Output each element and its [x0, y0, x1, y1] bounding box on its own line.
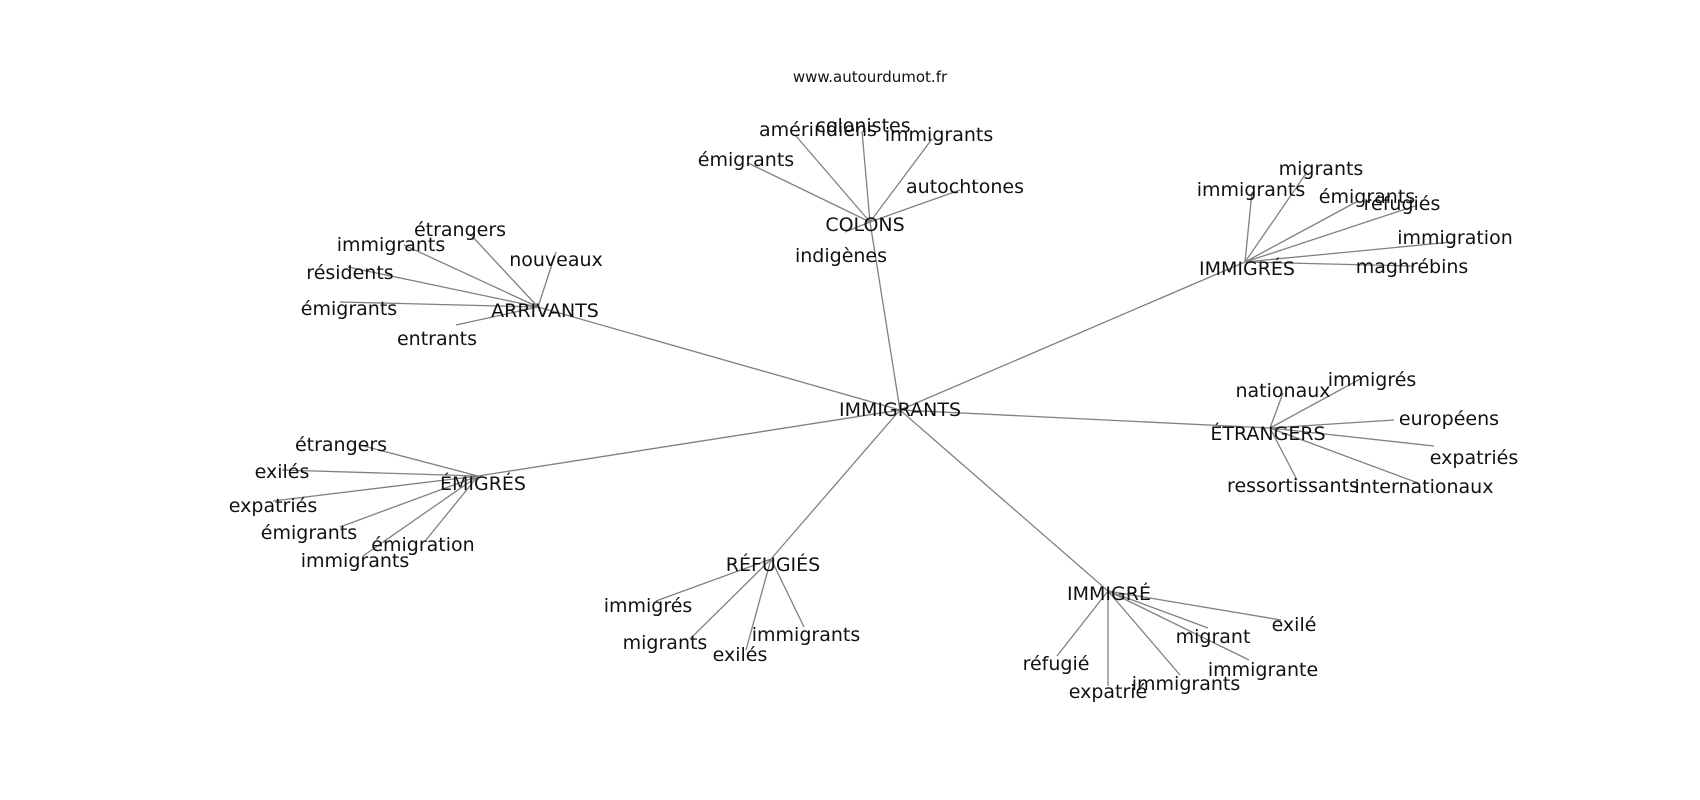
edge-refugies-leaf-3	[770, 558, 805, 628]
leaf-label-etrangers-5: internationaux	[1355, 476, 1494, 498]
edge-immigre-leaf-1	[1107, 590, 1209, 629]
leaf-label-refugies-0: immigrés	[604, 595, 693, 617]
edge-etrangers-leaf-4	[1269, 427, 1298, 481]
leaf-label-refugies-3: immigrants	[752, 624, 860, 646]
edge-refugies-leaf-2	[745, 558, 772, 651]
leaf-label-colons-2: immigrants	[885, 124, 993, 146]
edge-arrivants-leaf-0	[469, 233, 539, 308]
leaf-label-emigres-4: émigration	[371, 534, 474, 556]
edge-colons-leaf-2	[869, 138, 933, 223]
hub-label-immigres: IMMIGRÉS	[1199, 257, 1295, 280]
leaf-label-immigre-2: immigrante	[1208, 659, 1318, 681]
hub-label-arrivants: ARRIVANTS	[491, 300, 599, 322]
edge-arrivants-leaf-2	[537, 251, 557, 308]
edge-immigres-leaf-4	[1244, 241, 1453, 263]
leaf-label-emigres-1: exilés	[255, 461, 310, 483]
center-node-label: IMMIGRANTS	[839, 399, 961, 421]
edge-etrangers-leaf-1	[1269, 377, 1363, 429]
leaf-label-etrangers-1: immigrés	[1328, 369, 1417, 391]
leaf-label-immigre-0: exilé	[1272, 614, 1317, 636]
edge-etrangers-leaf-0	[1269, 392, 1284, 429]
leaf-label-immigres-0: migrants	[1279, 158, 1364, 180]
leaf-label-emigres-0: étrangers	[295, 434, 387, 456]
edge-immigres-leaf-3	[1244, 205, 1416, 263]
leaf-label-etrangers-2: européens	[1399, 408, 1499, 430]
edge-immigres-leaf-2	[1244, 200, 1359, 263]
edge-refugies-leaf-1	[689, 558, 772, 640]
edge-immigres-leaf-0	[1244, 171, 1308, 263]
graph-edges	[272, 130, 1453, 686]
leaf-label-immigres-5: maghrébins	[1356, 256, 1469, 278]
leaf-label-emigres-3: émigrants	[261, 522, 357, 544]
edge-colons-leaf-5	[844, 221, 871, 233]
edge-emigres-leaf-1	[281, 469, 479, 477]
leaf-label-arrivants-1: immigrants	[337, 234, 445, 256]
edge-arrivants-leaf-4	[339, 301, 539, 308]
edge-center-to-etrangers	[899, 409, 1271, 429]
graph-labels: IMMIGRANTSCOLONSamérindienscolonistesimm…	[229, 115, 1518, 703]
edge-emigres-leaf-2	[272, 475, 479, 502]
leaf-label-arrivants-4: émigrants	[301, 298, 397, 320]
edge-center-to-emigres	[477, 409, 901, 477]
leaf-label-immigres-2: émigrants	[1319, 186, 1415, 208]
edge-immigre-leaf-3	[1056, 590, 1109, 657]
leaf-label-etrangers-0: nationaux	[1235, 380, 1330, 402]
edge-center-to-immigre	[899, 409, 1109, 592]
leaf-label-refugies-1: migrants	[623, 632, 708, 654]
edge-colons-leaf-4	[869, 189, 961, 223]
hub-label-emigres: ÉMIGRÉS	[440, 472, 526, 495]
edge-etrangers-leaf-3	[1269, 427, 1435, 447]
edge-colons-leaf-0	[795, 135, 871, 223]
edge-emigres-leaf-3	[339, 475, 479, 528]
hub-label-immigre: IMMIGRÉ	[1067, 582, 1151, 605]
edge-emigres-leaf-4	[425, 475, 479, 541]
leaf-label-emigres-2: expatriés	[229, 495, 317, 517]
watermark: www.autourdumot.fr	[793, 68, 948, 86]
leaf-label-immigre-5: immigrants	[1132, 673, 1240, 695]
leaf-label-immigres-1: immigrants	[1197, 179, 1305, 201]
leaf-label-emigres-5: immigrants	[301, 550, 409, 572]
edge-arrivants-leaf-3	[347, 266, 539, 308]
leaf-label-arrivants-5: entrants	[397, 328, 477, 350]
edge-emigres-leaf-0	[359, 444, 479, 477]
leaf-label-arrivants-3: résidents	[306, 262, 393, 284]
hub-label-colons: COLONS	[825, 214, 904, 236]
hub-label-refugies: RÉFUGIÉS	[726, 553, 820, 576]
leaf-label-colons-0: amérindiens	[759, 119, 877, 141]
edge-immigre-leaf-0	[1107, 590, 1282, 621]
leaf-label-colons-3: émigrants	[698, 149, 794, 171]
edge-immigres-leaf-5	[1244, 261, 1414, 267]
edge-etrangers-leaf-2	[1269, 419, 1395, 429]
edge-center-to-colons	[869, 221, 901, 411]
edge-immigre-leaf-5	[1107, 590, 1181, 676]
leaf-label-immigres-3: réfugiés	[1364, 193, 1441, 215]
edge-etrangers-leaf-5	[1269, 427, 1419, 484]
leaf-label-immigres-4: immigration	[1397, 227, 1512, 249]
edge-center-to-immigres	[899, 261, 1246, 411]
leaf-label-refugies-2: exilés	[713, 644, 768, 666]
leaf-label-immigre-1: migrant	[1176, 626, 1251, 648]
edge-immigre-leaf-2	[1107, 590, 1250, 661]
hub-label-etrangers: ÉTRANGERS	[1210, 422, 1325, 445]
leaf-label-arrivants-2: nouveaux	[509, 249, 603, 271]
leaf-label-etrangers-4: ressortissants	[1227, 475, 1359, 497]
edge-center-to-arrivants	[537, 306, 901, 411]
leaf-label-colons-5: indigènes	[795, 245, 887, 267]
edge-arrivants-leaf-1	[403, 244, 539, 308]
edge-colons-leaf-3	[747, 162, 871, 223]
edge-emigres-leaf-5	[362, 475, 479, 557]
edge-immigres-leaf-1	[1244, 191, 1253, 263]
edge-colons-leaf-1	[861, 130, 871, 223]
leaf-label-etrangers-3: expatriés	[1430, 447, 1518, 469]
leaf-label-colons-1: colonistes	[815, 115, 910, 137]
leaf-label-arrivants-0: étrangers	[414, 219, 506, 241]
edge-refugies-leaf-0	[655, 558, 772, 602]
leaf-label-immigre-4: expatrié	[1069, 681, 1148, 703]
edge-arrivants-leaf-5	[455, 306, 539, 326]
edge-center-to-refugies	[770, 409, 901, 560]
leaf-label-colons-4: autochtones	[906, 176, 1024, 198]
leaf-label-immigre-3: réfugié	[1023, 653, 1090, 675]
